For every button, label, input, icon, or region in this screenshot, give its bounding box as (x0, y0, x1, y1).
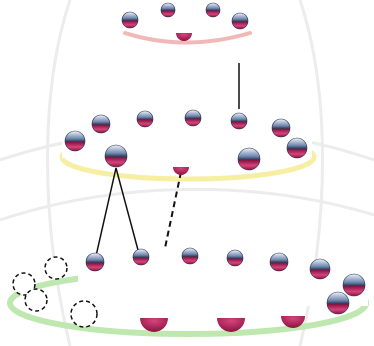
sphere-icon (104, 144, 128, 168)
sphere-icon (281, 316, 305, 328)
sphere-icon (271, 118, 291, 138)
sphere-icon (217, 318, 245, 332)
sphere-icon (85, 252, 105, 272)
sphere-icon (230, 112, 248, 130)
sphere-icon (269, 252, 289, 272)
sphere-icon (286, 137, 308, 159)
sphere-icon (140, 318, 168, 332)
sphere-icon (184, 109, 202, 127)
sphere-icon (205, 2, 221, 18)
sphere-icon (309, 258, 331, 280)
sphere-icon (173, 167, 189, 175)
sphere-icon (237, 147, 261, 171)
sphere-icon (160, 2, 176, 18)
dashed-circle-icon (70, 300, 98, 328)
connector-line (115, 167, 139, 251)
sphere-icon (91, 114, 111, 134)
spheres (64, 2, 366, 332)
middle-tier-plate (62, 128, 312, 158)
sphere-icon (132, 248, 150, 266)
dashed-placeholders (12, 256, 98, 328)
sphere-icon (342, 273, 366, 297)
connector-line (95, 167, 117, 257)
sphere-icon (121, 11, 139, 29)
dashed-connector-line (164, 171, 182, 249)
background-arc-4 (0, 187, 374, 222)
sphere-icon (64, 130, 86, 152)
top-tier-ring (123, 31, 252, 45)
dashed-circle-icon (24, 288, 48, 312)
sphere-icon (176, 33, 192, 41)
sphere-icon (326, 291, 350, 315)
sphere-icon (226, 249, 244, 267)
tier-rings (7, 31, 369, 337)
sphere-icon (181, 247, 199, 265)
dashed-circle-icon (12, 272, 36, 296)
dashed-circle-icon (44, 256, 68, 280)
connectors (95, 63, 240, 257)
background-arc-1 (46, 0, 72, 346)
sphere-icon (231, 12, 249, 30)
sphere-icon (136, 110, 154, 128)
